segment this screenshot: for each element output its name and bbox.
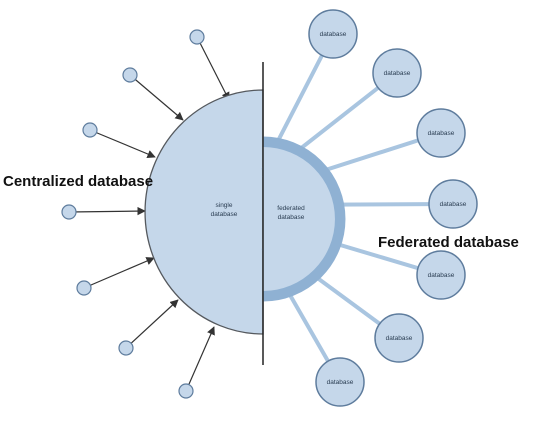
client-node xyxy=(189,29,205,45)
client-arrow xyxy=(83,257,155,289)
database-node-label: database xyxy=(428,272,455,279)
centralized-connections xyxy=(68,36,230,392)
database-node xyxy=(308,9,358,59)
database-node xyxy=(416,250,466,300)
federated-database-label: federated database xyxy=(277,205,305,221)
centralized-database-title: Centralized database xyxy=(3,173,153,190)
database-node-label: database xyxy=(327,379,354,386)
client-node xyxy=(118,340,134,356)
client-arrow xyxy=(89,129,156,158)
database-node xyxy=(428,179,478,229)
client-node xyxy=(82,122,98,138)
database-node xyxy=(374,313,424,363)
federated-database-halfdisc xyxy=(263,147,335,291)
client-arrow xyxy=(196,36,230,101)
federated-database-label-line2: database xyxy=(278,214,305,221)
database-node-label: database xyxy=(440,201,467,208)
federated-database-title: Federated database xyxy=(378,234,519,251)
client-arrow xyxy=(68,206,146,216)
database-node xyxy=(372,48,422,98)
client-node xyxy=(61,204,77,220)
client-node xyxy=(122,67,138,83)
federated-node-labels: database database database database data… xyxy=(320,31,467,386)
database-node-label: database xyxy=(320,31,347,38)
client-node xyxy=(76,280,92,296)
database-node-label: database xyxy=(384,70,411,77)
federated-nodes xyxy=(308,9,478,407)
single-database-label-line2: database xyxy=(211,211,238,218)
database-node xyxy=(315,357,365,407)
client-nodes xyxy=(61,29,205,399)
client-arrow xyxy=(125,299,179,349)
single-database-halfdisc xyxy=(144,89,264,335)
client-arrow xyxy=(129,74,184,121)
client-arrow xyxy=(185,326,215,392)
single-database-label: single database xyxy=(211,202,238,218)
database-node-label: database xyxy=(386,335,413,342)
federated-database-label-line1: federated xyxy=(277,205,305,212)
client-node xyxy=(178,383,194,399)
single-database-label-line1: single xyxy=(216,202,233,209)
database-node-label: database xyxy=(428,130,455,137)
database-node xyxy=(416,108,466,158)
